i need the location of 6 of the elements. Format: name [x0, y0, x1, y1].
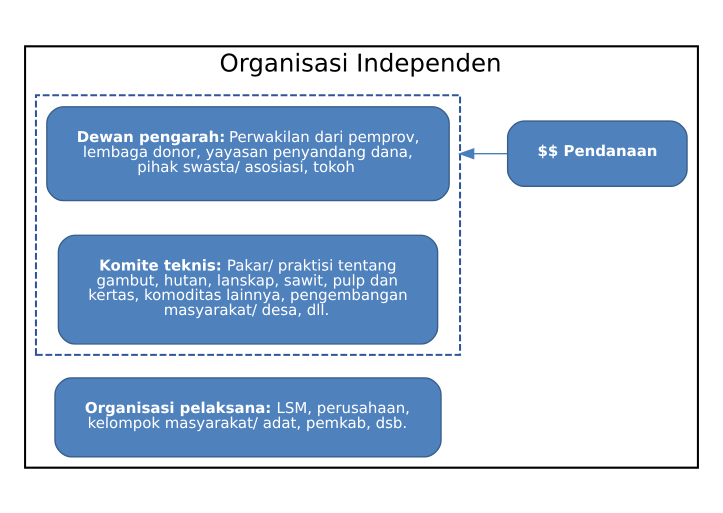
arrow	[458, 147, 508, 159]
node-box: Dewan pengarah: Perwakilan dari pemprov, lembaga donor, yayasan penyandang dana, pihak swasta/ asosiasi, tokoh	[46, 106, 450, 201]
cluster	[34, 94, 462, 356]
node-box: $$ Pendanaan	[506, 120, 688, 186]
node-box: Komite teknis: Pakar/ praktisi tentang gambut, hutan, lanskap, sawit, pulp dan kertas, komoditas lainnya, pengembangan masyarakat/ desa, dll.	[58, 234, 438, 344]
node-box: Organisasi pelaksana: LSM, perusahaan, kelompok masyarakat/ adat, pemkab, dsb.	[54, 376, 442, 457]
